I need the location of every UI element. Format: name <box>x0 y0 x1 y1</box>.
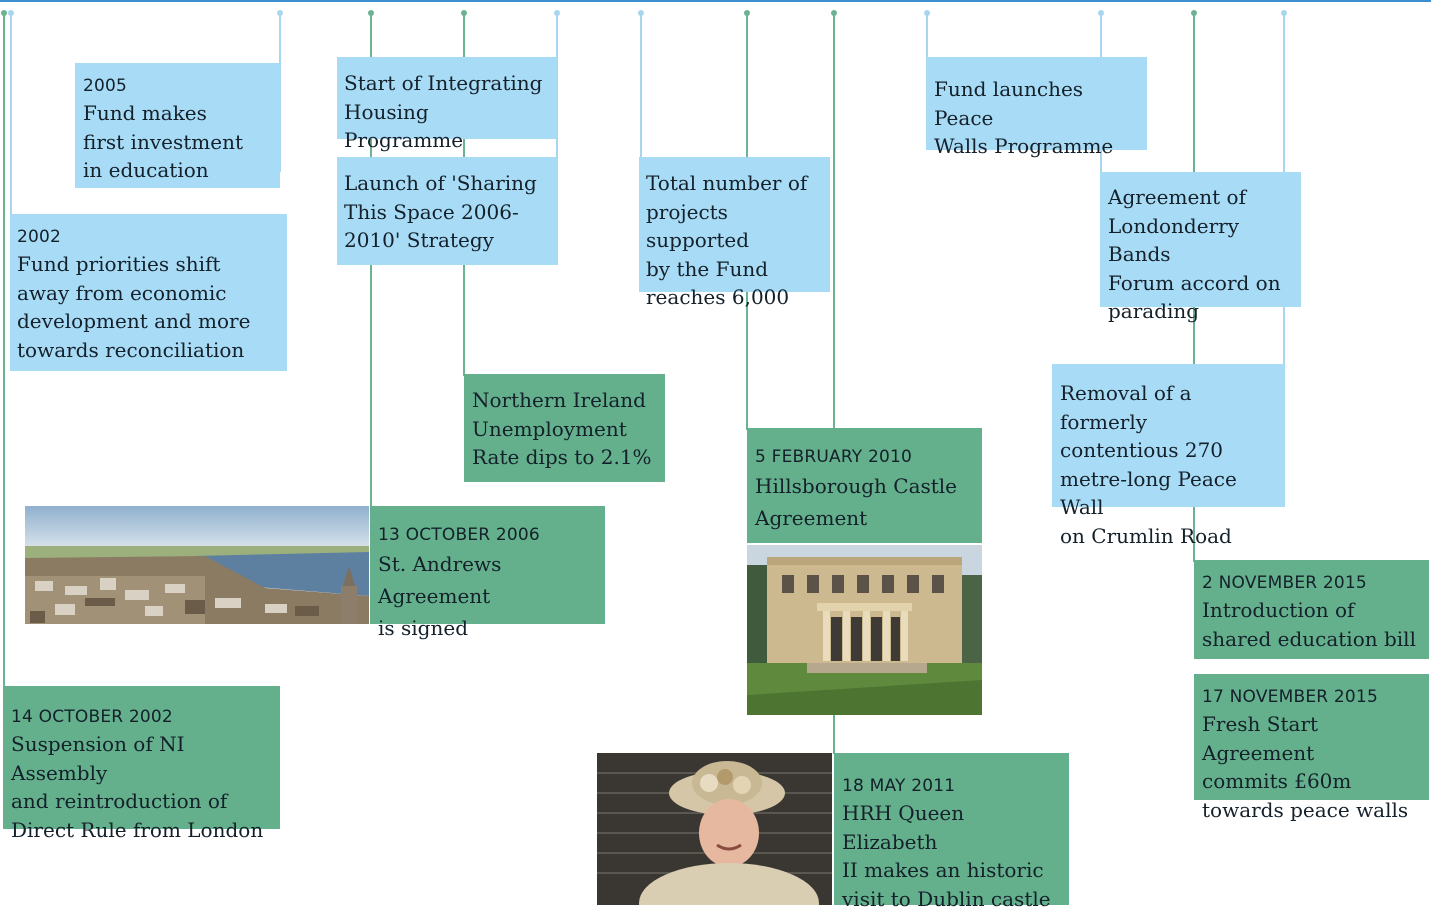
timeline-dot <box>924 10 930 16</box>
event-card-2005: 2005 Fund makes first investment in educ… <box>75 63 280 188</box>
timeline-dot <box>1281 10 1287 16</box>
connector-line <box>926 12 928 58</box>
queen-visit-photo <box>597 753 832 905</box>
event-date: 2005 <box>83 76 128 96</box>
hillsborough-castle-photo <box>747 545 982 715</box>
connector-line <box>556 12 558 160</box>
event-date: 17 NOVEMBER 2015 <box>1202 687 1378 707</box>
event-date: 13 OCTOBER 2006 <box>378 525 540 545</box>
timeline-dot <box>277 10 283 16</box>
event-card-queen-visit: 18 MAY 2011 HRH Queen Elizabeth II makes… <box>834 753 1069 911</box>
event-card-crumlin-road: Removal of a formerly contentious 270 me… <box>1052 364 1285 548</box>
timeline-dot <box>461 10 467 16</box>
event-text: HRH Queen Elizabeth II makes an historic… <box>842 801 1051 911</box>
event-text: Fund makes first investment in education <box>83 101 243 182</box>
event-date: 2 NOVEMBER 2015 <box>1202 573 1367 593</box>
event-card-shared-education: 2 NOVEMBER 2015 Introduction of shared e… <box>1194 560 1429 659</box>
event-date: 14 OCTOBER 2002 <box>11 707 173 727</box>
timeline-dot <box>638 10 644 16</box>
event-date: 5 FEBRUARY 2010 <box>755 447 913 467</box>
event-text: Introduction of shared education bill <box>1202 598 1416 651</box>
timeline-axis <box>0 0 1431 2</box>
event-card-bands-forum: Agreement of Londonderry Bands Forum acc… <box>1100 172 1301 323</box>
timeline-dot <box>744 10 750 16</box>
event-text: Launch of 'Sharing This Space 2006- 2010… <box>344 171 537 252</box>
event-text: Start of Integrating Housing Programme <box>344 71 543 152</box>
connector-line <box>640 12 642 158</box>
timeline-dot <box>831 10 837 16</box>
timeline-dot <box>1098 10 1104 16</box>
timeline-dot <box>1 10 7 16</box>
connector-line <box>279 12 281 172</box>
timeline-dot <box>368 10 374 16</box>
event-text: Total number of projects supported by th… <box>646 171 808 309</box>
connector-line <box>833 12 835 430</box>
timeline-dot <box>1191 10 1197 16</box>
event-text: Fresh Start Agreement commits £60m towar… <box>1202 712 1409 822</box>
event-card-hillsborough: 5 FEBRUARY 2010 Hillsborough Castle Agre… <box>747 428 982 543</box>
event-card-housing: Start of Integrating Housing Programme <box>337 57 557 152</box>
event-text: Northern Ireland Unemployment Rate dips … <box>472 388 652 469</box>
timeline-dot <box>554 10 560 16</box>
connector-line <box>10 12 12 216</box>
st-andrews-photo <box>25 506 369 624</box>
event-text: Suspension of NI Assembly and reintroduc… <box>11 732 264 842</box>
timeline-dot <box>8 10 14 16</box>
event-text: Hillsborough Castle Agreement <box>755 474 958 530</box>
event-date: 2002 <box>17 227 62 247</box>
event-text: St. Andrews Agreement is signed <box>378 552 502 640</box>
event-card-assembly-suspension: 14 OCTOBER 2002 Suspension of NI Assembl… <box>3 686 280 842</box>
event-card-st-andrews: 13 OCTOBER 2006 St. Andrews Agreement is… <box>370 506 605 640</box>
event-card-sharing-strategy: Launch of 'Sharing This Space 2006- 2010… <box>337 157 558 265</box>
event-card-projects: Total number of projects supported by th… <box>639 157 830 309</box>
connector-line <box>3 12 5 688</box>
event-text: Fund launches Peace Walls Programme <box>934 77 1114 158</box>
event-date: 18 MAY 2011 <box>842 776 956 796</box>
event-card-2002: 2002 Fund priorities shift away from eco… <box>10 214 287 371</box>
event-text: Removal of a formerly contentious 270 me… <box>1060 381 1237 548</box>
event-card-fresh-start: 17 NOVEMBER 2015 Fresh Start Agreement c… <box>1194 674 1429 822</box>
connector-line <box>833 714 835 754</box>
event-text: Fund priorities shift away from economic… <box>17 252 251 362</box>
event-card-unemployment: Northern Ireland Unemployment Rate dips … <box>464 374 665 482</box>
event-text: Agreement of Londonderry Bands Forum acc… <box>1108 185 1281 323</box>
event-card-peace-walls: Fund launches Peace Walls Programme <box>926 57 1147 158</box>
